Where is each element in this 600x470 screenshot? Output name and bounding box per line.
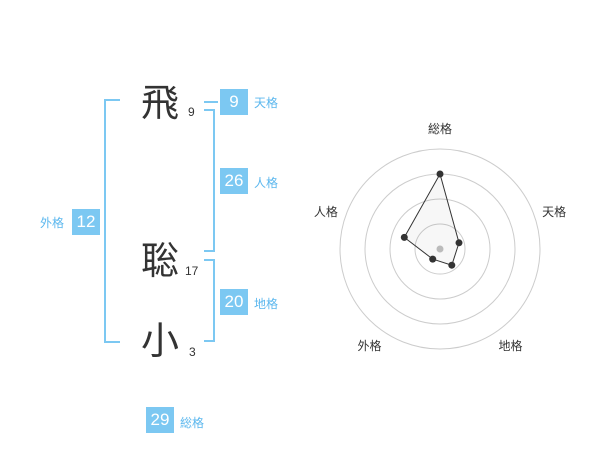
name-char-2: 聡 xyxy=(140,239,179,283)
radar-grid-ring-2 xyxy=(389,198,491,300)
radar-grid-ring-4 xyxy=(339,148,541,350)
name-char-3-strokes: 3 xyxy=(189,345,196,359)
radar-point xyxy=(448,261,456,269)
radar-center-dot xyxy=(436,245,444,253)
jinkaku-bracket xyxy=(204,109,215,252)
jinkaku-value: 26 xyxy=(220,168,248,194)
soukaku-label: 総格 xyxy=(180,416,205,430)
gaikaku-bracket xyxy=(104,99,120,343)
radar-point xyxy=(400,233,408,241)
radar-axis-label: 外格 xyxy=(357,338,381,353)
radar-axis-label: 地格 xyxy=(498,338,522,353)
gaikaku-label: 外格 xyxy=(40,216,65,230)
radar-axis-label: 人格 xyxy=(314,204,338,219)
chikaku-label: 地格 xyxy=(254,297,279,311)
soukaku-value: 29 xyxy=(146,407,174,433)
tenkaku-label: 天格 xyxy=(254,96,279,110)
radar-series-polygon xyxy=(403,172,460,266)
radar-grid-ring-1 xyxy=(414,223,466,275)
name-char-1-strokes: 9 xyxy=(188,105,195,119)
tenkaku-tick xyxy=(204,101,218,103)
radar-axis-label: 天格 xyxy=(542,204,566,219)
chikaku-value: 20 xyxy=(220,289,248,315)
tenkaku-value: 9 xyxy=(220,89,248,115)
chikaku-bracket xyxy=(204,259,215,342)
name-char-2-strokes: 17 xyxy=(185,264,199,278)
name-char-1: 飛 xyxy=(140,81,179,125)
radar-axis-label: 総格 xyxy=(428,121,452,136)
jinkaku-label: 人格 xyxy=(254,176,279,190)
radar-point xyxy=(455,239,463,247)
radar-point xyxy=(436,170,444,178)
gaikaku-value: 12 xyxy=(72,209,100,235)
name-char-3: 小 xyxy=(140,319,179,363)
radar-point xyxy=(429,255,437,263)
